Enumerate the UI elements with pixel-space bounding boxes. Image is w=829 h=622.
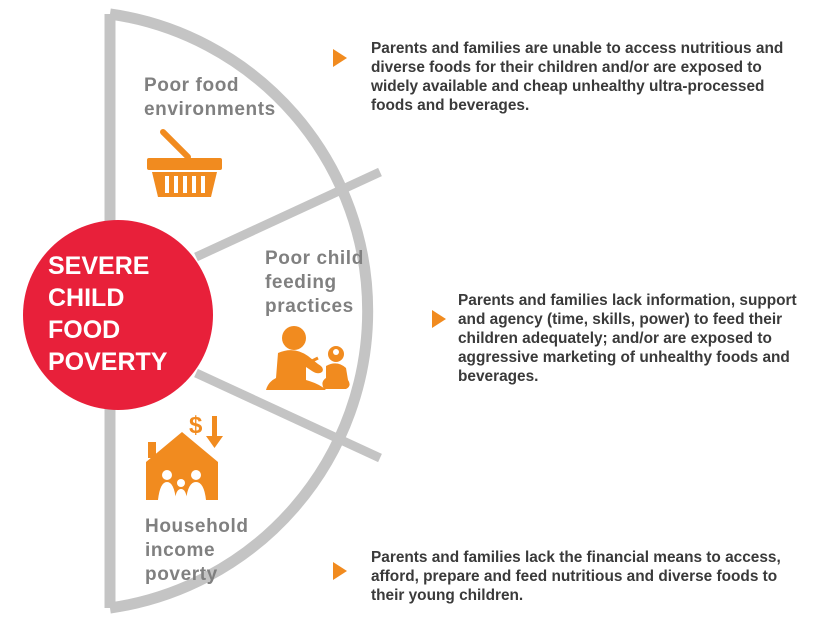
parent-feeding-child-icon bbox=[266, 326, 350, 390]
center-title-line: FOOD bbox=[48, 316, 121, 344]
description-food-environments: Parents and families are unable to acces… bbox=[371, 40, 784, 114]
house-family-dollar-down-icon bbox=[146, 416, 223, 500]
dollar-sign-text: $ bbox=[189, 412, 203, 439]
segment-label-feeding-practices: Poor child feeding practices bbox=[265, 247, 364, 319]
description-income-poverty: Parents and families lack the financial … bbox=[371, 549, 781, 604]
segment-label-line: Household bbox=[145, 516, 249, 537]
segment-label-line: Poor food bbox=[144, 75, 240, 96]
center-title-line: POVERTY bbox=[48, 348, 168, 376]
description-feeding-practices: Parents and families lack information, s… bbox=[458, 292, 797, 385]
arrow-icon bbox=[333, 562, 347, 580]
segment-label-line: feeding bbox=[265, 272, 337, 293]
segment-label-income-poverty: Household income poverty bbox=[145, 515, 249, 587]
segment-label-line: practices bbox=[265, 296, 354, 317]
shopping-basket-icon bbox=[147, 129, 222, 197]
divider-line-top bbox=[194, 167, 382, 262]
segment-label-line: income bbox=[145, 540, 216, 561]
center-circle bbox=[23, 220, 213, 410]
segment-label-line: poverty bbox=[145, 564, 218, 585]
center-title: SEVERE CHILD FOOD POVERTY bbox=[48, 250, 188, 378]
segment-label-line: Poor child bbox=[265, 248, 364, 269]
center-title-line: CHILD bbox=[48, 284, 125, 312]
arrow-icon bbox=[432, 310, 446, 328]
segment-label-line: environments bbox=[144, 99, 276, 120]
segment-label-food-environments: Poor food environments bbox=[144, 74, 276, 122]
divider-line-bottom bbox=[194, 368, 382, 463]
arrow-icon bbox=[333, 49, 347, 67]
outer-arc bbox=[109, 8, 374, 614]
center-title-line: SEVERE bbox=[48, 252, 150, 280]
